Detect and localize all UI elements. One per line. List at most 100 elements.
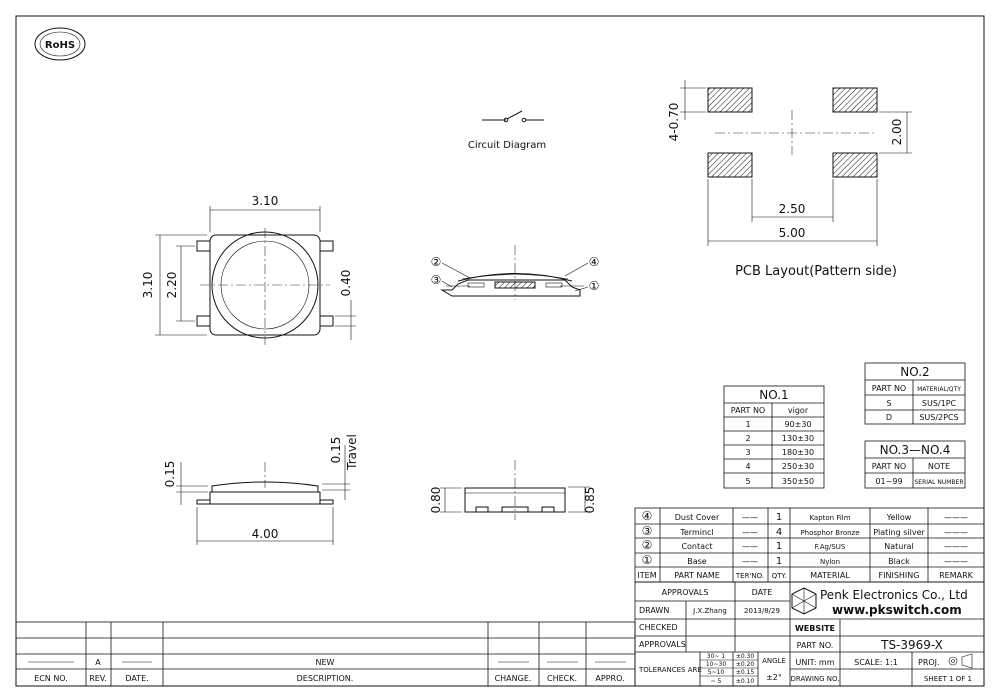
revision-header-ecn: ECN NO. bbox=[34, 674, 68, 683]
revision-rev: A bbox=[95, 658, 101, 667]
tol-value: ±0.10 bbox=[736, 678, 755, 685]
pcb-inner-width-dim: 2.50 bbox=[779, 202, 806, 216]
pcb-outer-width-dim: 5.00 bbox=[779, 226, 806, 240]
circuit-diagram-label: Circuit Diagram bbox=[468, 140, 546, 151]
title-date: DATE bbox=[752, 588, 773, 597]
bom-ter: —— bbox=[742, 542, 758, 551]
table-no2-cell: SUS/1PC bbox=[922, 399, 957, 408]
bom-finishing: Natural bbox=[884, 542, 914, 551]
title-drawn-date: 2013/8/29 bbox=[744, 607, 780, 615]
bom-header-ter: TER'NO. bbox=[735, 572, 764, 580]
bom-table: ④ Dust Cover —— 1 Kapton Film Yellow ———… bbox=[634, 507, 985, 583]
table-no1-cell: 350±50 bbox=[782, 477, 814, 486]
bom-item: ③ bbox=[642, 524, 653, 538]
table-no1-title: NO.1 bbox=[759, 388, 788, 402]
rohs-logo-text: RoHS bbox=[45, 40, 75, 51]
bom-part-name: Termincl bbox=[679, 528, 713, 537]
bom-header-finishing: FINISHING bbox=[879, 571, 920, 580]
bom-item: ④ bbox=[642, 509, 653, 523]
bom-header-part-name: PART NAME bbox=[674, 571, 720, 580]
bom-remark: ——— bbox=[944, 528, 968, 537]
table-no2-header-part: PART NO bbox=[872, 384, 906, 393]
bom-material: F.Ag/SUS bbox=[815, 543, 846, 551]
section-view: ② ③ ④ ① bbox=[431, 245, 600, 300]
pcb-caption: PCB Layout(Pattern side) bbox=[735, 264, 897, 279]
table-no1-cell: 5 bbox=[745, 477, 750, 486]
bom-finishing: Plating silver bbox=[873, 528, 925, 537]
tol-range: ~ 5 bbox=[711, 678, 722, 685]
table-no34: NO.3—NO.4 PART NO NOTE 01~99 SERIAL NUMB… bbox=[864, 440, 966, 489]
bom-header-qty: QTY. bbox=[772, 572, 787, 580]
bom-header-item: ITEM bbox=[637, 571, 656, 580]
table-no1-cell: 90±30 bbox=[784, 420, 811, 429]
title-part-no: TS-3969-X bbox=[880, 638, 943, 652]
bom-qty: 1 bbox=[776, 556, 782, 567]
title-drawn-label: DRAWN bbox=[639, 606, 669, 615]
table-no1-cell: 1 bbox=[745, 420, 750, 429]
section-marker-4: ④ bbox=[589, 255, 600, 269]
drawing-border bbox=[15, 15, 985, 687]
top-view-width-dim: 3.10 bbox=[252, 194, 279, 208]
revision-header-rev: REV. bbox=[89, 674, 107, 683]
pcb-left-dim: 4-0.70 bbox=[667, 103, 681, 142]
side-view-height-dim: 0.15 bbox=[163, 461, 177, 488]
tol-range: 5~10 bbox=[708, 669, 725, 676]
top-view: 3.10 3.10 2.20 0.40 bbox=[141, 194, 356, 345]
tol-range: 30~ 1 bbox=[707, 653, 726, 660]
title-scale: SCALE: 1:1 bbox=[854, 658, 898, 667]
bom-part-name: Dust Cover bbox=[675, 513, 720, 522]
table-no1-cell: 180±30 bbox=[782, 448, 814, 457]
pcb-right-dim: 2.00 bbox=[890, 119, 904, 146]
revision-block: A NEW ECN NO. REV. DATE. DESCRIPTION. CH… bbox=[15, 621, 636, 687]
top-view-lead-dim: 0.40 bbox=[339, 270, 353, 297]
bom-material: Kapton Film bbox=[809, 514, 850, 522]
table-no1-cell: 130±30 bbox=[782, 434, 814, 443]
table-no2-header-material: MATERIAL/QTY bbox=[917, 386, 961, 393]
table-no1-header-vigor: vigor bbox=[788, 406, 809, 415]
bom-remark: ——— bbox=[944, 557, 968, 566]
revision-description: NEW bbox=[316, 658, 335, 667]
company-website-url: www.pkswitch.com bbox=[832, 603, 962, 617]
side-view-length-dim: 4.00 bbox=[252, 527, 279, 541]
bom-part-name: Base bbox=[687, 557, 707, 566]
section-marker-3: ③ bbox=[431, 273, 442, 287]
bom-qty: 1 bbox=[776, 541, 782, 552]
title-unit: UNIT: mm bbox=[795, 658, 834, 667]
table-no34-header-part: PART NO bbox=[872, 462, 906, 471]
title-drawing-no: DRAWING NO. bbox=[791, 675, 840, 683]
table-no1-cell: 2 bbox=[745, 434, 750, 443]
bom-ter: —— bbox=[742, 557, 758, 566]
bom-material: Nylon bbox=[820, 558, 840, 566]
title-proj: PROJ. bbox=[918, 658, 940, 667]
rohs-logo: RoHS bbox=[34, 27, 86, 61]
bom-ter: —— bbox=[742, 513, 758, 522]
table-no34-header-note: NOTE bbox=[928, 462, 950, 471]
revision-header-appro: APPRO. bbox=[595, 674, 624, 683]
revision-header-change: CHANGE. bbox=[495, 674, 532, 683]
table-no1-cell: 250±30 bbox=[782, 462, 814, 471]
title-angle-value: ±2° bbox=[766, 673, 782, 682]
top-view-height-dim: 3.10 bbox=[141, 272, 155, 299]
table-no2-cell: SUS/2PCS bbox=[919, 413, 958, 422]
table-no1-cell: 3 bbox=[745, 448, 750, 457]
projection-symbol-icon bbox=[948, 653, 973, 669]
pcb-pad-top-right bbox=[832, 87, 878, 113]
bom-header-material: MATERIAL bbox=[810, 571, 850, 580]
top-view-inner-dim: 2.20 bbox=[165, 272, 179, 299]
section-marker-1: ① bbox=[589, 279, 600, 293]
bom-item: ② bbox=[642, 538, 653, 552]
table-no2-cell: D bbox=[886, 413, 892, 422]
bom-remark: ——— bbox=[944, 542, 968, 551]
title-tolerances: TOLERANCES ARE bbox=[638, 666, 702, 674]
bom-finishing: Yellow bbox=[886, 513, 912, 522]
table-no2-cell: S bbox=[886, 399, 891, 408]
title-drawn-by: J.X.Zhang bbox=[692, 607, 727, 615]
title-approvals-2: APPROVALS bbox=[639, 640, 686, 649]
title-checked: CHECKED bbox=[639, 623, 678, 632]
side-view-travel-label: Travel bbox=[345, 434, 359, 471]
front-view-left-dim: 0.80 bbox=[429, 487, 443, 514]
bom-qty: 1 bbox=[776, 512, 782, 523]
bom-item: ① bbox=[642, 553, 653, 567]
table-no34-cell: 01~99 bbox=[875, 477, 902, 486]
table-no1: NO.1 PART NO vigor 1 90±30 2 130±30 3 18… bbox=[723, 385, 825, 489]
